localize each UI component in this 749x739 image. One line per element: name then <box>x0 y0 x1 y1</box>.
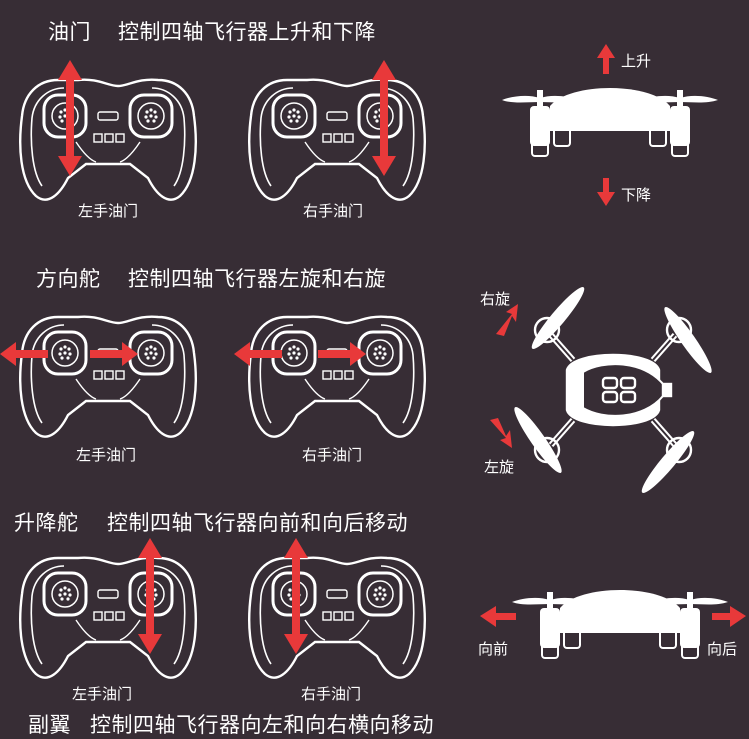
section-2-mode: 方向舵 <box>36 267 101 291</box>
drone-top-view <box>514 287 712 493</box>
section-2-description: 控制四轴飞行器左旋和右旋 <box>128 267 386 291</box>
section-4-mode: 副翼 <box>28 713 71 737</box>
label-descend: 下降 <box>621 186 652 204</box>
section-3-left-caption: 左手油门 <box>72 685 133 703</box>
label-ascend: 上升 <box>621 52 652 70</box>
label-forward: 向前 <box>478 640 509 658</box>
section-1-description: 控制四轴飞行器上升和下降 <box>118 20 376 44</box>
section-3-description: 控制四轴飞行器向前和向后移动 <box>107 511 408 535</box>
section-2-left-caption: 左手油门 <box>76 446 137 464</box>
section-3-mode: 升降舵 <box>14 511 79 535</box>
label-rotate-left: 左旋 <box>484 458 515 476</box>
section-1-mode: 油门 <box>48 20 91 44</box>
label-rotate-right: 右旋 <box>480 290 511 308</box>
section-1-right-caption: 右手油门 <box>303 202 364 220</box>
label-backward: 向后 <box>707 640 738 658</box>
section-1-left-caption: 左手油门 <box>78 202 139 220</box>
section-3-right-caption: 右手油门 <box>301 685 362 703</box>
section-4-description: 控制四轴飞行器向左和向右横向移动 <box>90 713 434 737</box>
section-2-right-caption: 右手油门 <box>302 446 363 464</box>
